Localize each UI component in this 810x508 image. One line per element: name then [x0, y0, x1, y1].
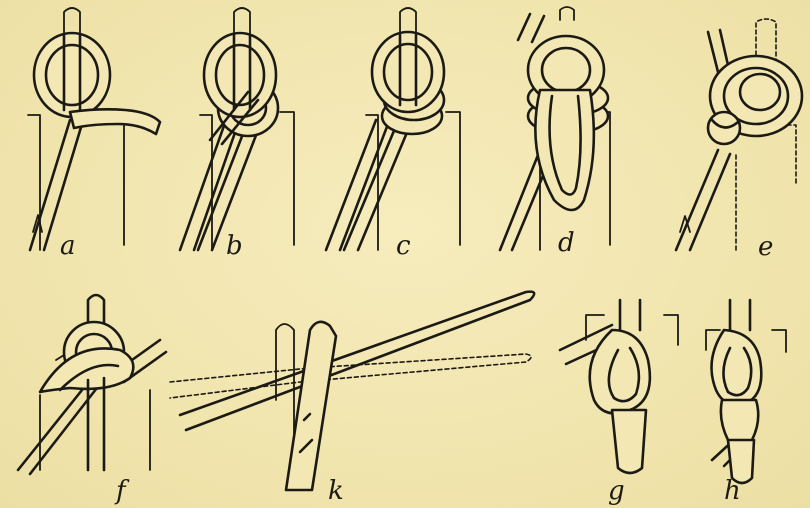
- figure-d-drawing: [500, 7, 610, 250]
- figure-h-drawing: [706, 300, 786, 483]
- figure-f-drawing: [18, 295, 166, 474]
- figure-label-k: k: [328, 478, 344, 504]
- figure-label-c: c: [396, 233, 411, 259]
- figure-label-e: e: [758, 234, 773, 260]
- figure-a-drawing: [28, 8, 160, 250]
- figure-e-drawing: [676, 19, 802, 250]
- figure-label-f: f: [116, 478, 126, 504]
- figure-k-drawing: [170, 292, 534, 490]
- figure-label-d: d: [558, 230, 575, 256]
- figure-label-a: a: [60, 233, 76, 259]
- figure-c-drawing: [326, 8, 460, 250]
- figure-label-g: g: [608, 478, 625, 504]
- figure-label-b: b: [226, 233, 243, 259]
- figure-label-h: h: [724, 478, 741, 504]
- figure-b-drawing: [180, 8, 294, 250]
- figure-g-drawing: [560, 300, 678, 473]
